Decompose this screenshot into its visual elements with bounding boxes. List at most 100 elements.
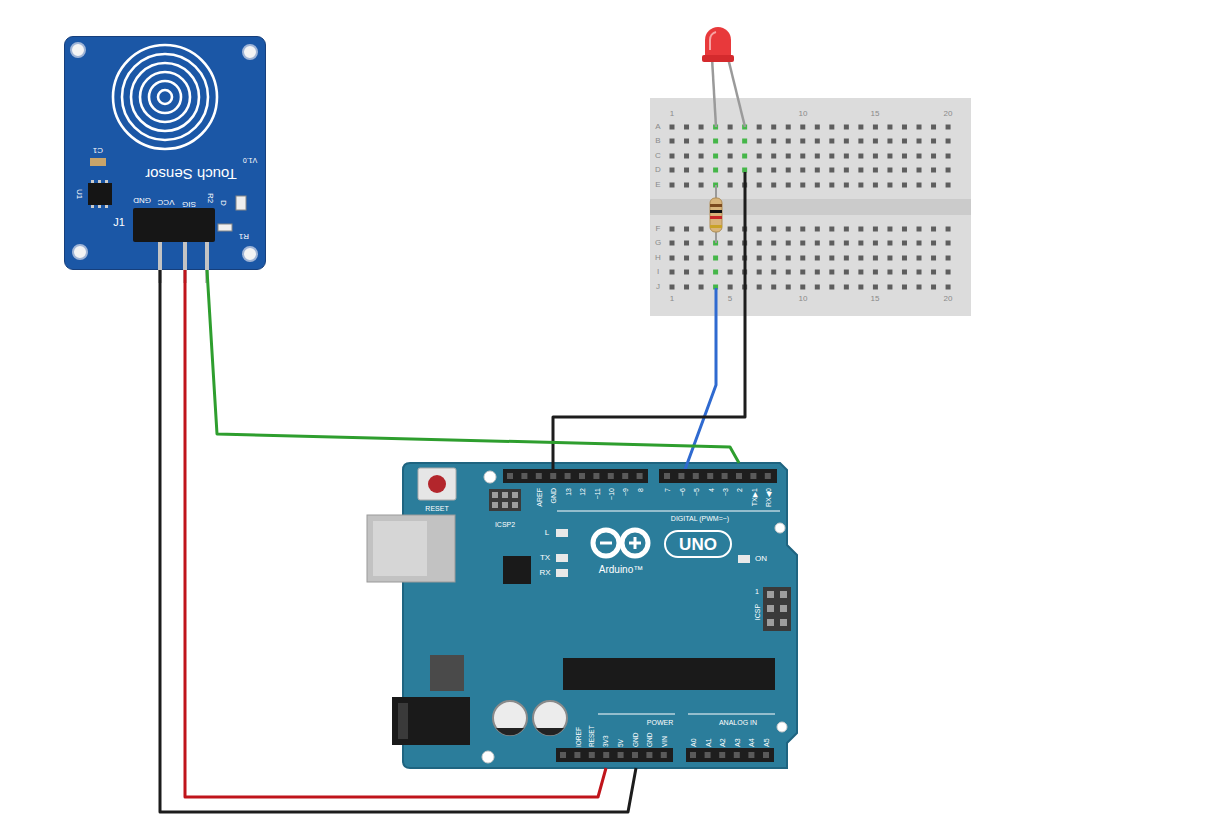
capacitor-symbol bbox=[493, 701, 527, 735]
column-number: 1 bbox=[670, 295, 674, 303]
led-indicator bbox=[556, 529, 568, 537]
breadboard-hole bbox=[887, 125, 892, 130]
breadboard-hole bbox=[815, 125, 820, 130]
row-letter: E bbox=[655, 181, 660, 189]
breadboard-hole bbox=[858, 139, 863, 144]
breadboard-hole bbox=[873, 256, 878, 261]
breadboard-hole bbox=[902, 183, 907, 188]
column-number: 10 bbox=[799, 110, 808, 118]
breadboard-hole bbox=[728, 241, 733, 246]
capacitor-symbol bbox=[90, 158, 106, 166]
pin-label: IOREF bbox=[576, 727, 583, 747]
reset-button bbox=[418, 468, 456, 500]
capacitor-symbol bbox=[493, 701, 567, 735]
breadboard-hole bbox=[786, 227, 791, 232]
breadboard-hole bbox=[873, 227, 878, 232]
header-pin bbox=[205, 225, 209, 283]
touch-pad bbox=[131, 63, 199, 131]
resistor-symbol bbox=[218, 224, 232, 231]
breadboard-hole bbox=[844, 270, 849, 275]
breadboard-hole bbox=[757, 168, 762, 173]
breadboard-hole bbox=[946, 256, 951, 261]
pin-label: 4 bbox=[708, 488, 715, 492]
resistor-symbol bbox=[710, 225, 722, 228]
breadboard-hole bbox=[887, 154, 892, 159]
header-pin bbox=[719, 752, 725, 758]
pin-label: 5V bbox=[618, 739, 625, 747]
resistor-symbol bbox=[715, 185, 717, 243]
breadboard-hole bbox=[771, 139, 776, 144]
column-number: 20 bbox=[944, 110, 953, 118]
header-title: ANALOG IN bbox=[719, 719, 757, 726]
header-pin bbox=[664, 473, 670, 479]
breadboard-hole bbox=[873, 139, 878, 144]
led-indicator bbox=[556, 529, 750, 577]
breadboard-hole bbox=[699, 227, 704, 232]
breadboard-hole bbox=[771, 241, 776, 246]
breadboard-hole bbox=[873, 285, 878, 290]
pin-label: 3V3 bbox=[603, 735, 610, 747]
icsp-header bbox=[767, 591, 774, 598]
breadboard-hole bbox=[757, 270, 762, 275]
header-pin bbox=[158, 225, 162, 283]
breadboard-hole bbox=[699, 241, 704, 246]
breadboard-hole bbox=[757, 139, 762, 144]
breadboard-hole bbox=[684, 168, 689, 173]
chip-symbol bbox=[98, 180, 101, 183]
usb-connector bbox=[367, 515, 455, 582]
breadboard-hole bbox=[844, 168, 849, 173]
breadboard-hole bbox=[829, 183, 834, 188]
pin-label: ~10 bbox=[608, 488, 615, 500]
mounting-hole bbox=[243, 45, 257, 59]
breadboard-hole bbox=[800, 125, 805, 130]
breadboard-hole bbox=[670, 154, 675, 159]
breadboard-hole bbox=[670, 285, 675, 290]
breadboard-hole bbox=[931, 168, 936, 173]
icsp-header bbox=[489, 489, 521, 511]
arduino-logo bbox=[600, 542, 612, 545]
pin-label: A3 bbox=[734, 738, 741, 747]
breadboard-hole bbox=[684, 256, 689, 261]
chip-symbol bbox=[105, 205, 108, 208]
icsp-header bbox=[502, 492, 508, 498]
pin-header bbox=[503, 469, 648, 483]
pin-label: 8 bbox=[637, 488, 644, 492]
chip-symbol bbox=[503, 556, 531, 584]
silkscreen-line bbox=[598, 714, 675, 715]
breadboard-hole bbox=[800, 241, 805, 246]
pin-label: AREF bbox=[536, 488, 543, 507]
chip-symbol bbox=[88, 183, 112, 205]
breadboard-hole bbox=[931, 125, 936, 130]
breadboard-hole bbox=[757, 227, 762, 232]
resistor-symbol bbox=[710, 216, 722, 219]
breadboard-hole bbox=[800, 154, 805, 159]
breadboard-hole bbox=[931, 139, 936, 144]
breadboard-hole bbox=[786, 154, 791, 159]
pin-label: VCC bbox=[158, 198, 175, 206]
icsp-header bbox=[767, 605, 774, 612]
breadboard-hole bbox=[771, 168, 776, 173]
silkscreen-line bbox=[557, 511, 780, 512]
pin-label: ~6 bbox=[679, 488, 686, 496]
row-letter: C bbox=[655, 152, 661, 160]
part-name: R1 bbox=[239, 232, 249, 240]
resistor-symbol bbox=[710, 185, 722, 243]
breadboard-hole bbox=[858, 285, 863, 290]
pin-label: A5 bbox=[763, 738, 770, 747]
breadboard-hole bbox=[742, 285, 747, 290]
breadboard-hole bbox=[713, 270, 718, 275]
breadboard-hole bbox=[670, 241, 675, 246]
breadboard-hole bbox=[742, 139, 747, 144]
breadboard-hole bbox=[887, 256, 892, 261]
breadboard-hole bbox=[786, 168, 791, 173]
breadboard-hole bbox=[728, 227, 733, 232]
breadboard-hole bbox=[902, 154, 907, 159]
breadboard-hole bbox=[728, 183, 733, 188]
breadboard-hole bbox=[829, 139, 834, 144]
header-pin bbox=[693, 473, 699, 479]
breadboard-hole bbox=[742, 125, 747, 130]
pin-label: ~9 bbox=[622, 488, 629, 496]
header-pin bbox=[765, 473, 771, 479]
silkscreen-line bbox=[688, 714, 775, 715]
